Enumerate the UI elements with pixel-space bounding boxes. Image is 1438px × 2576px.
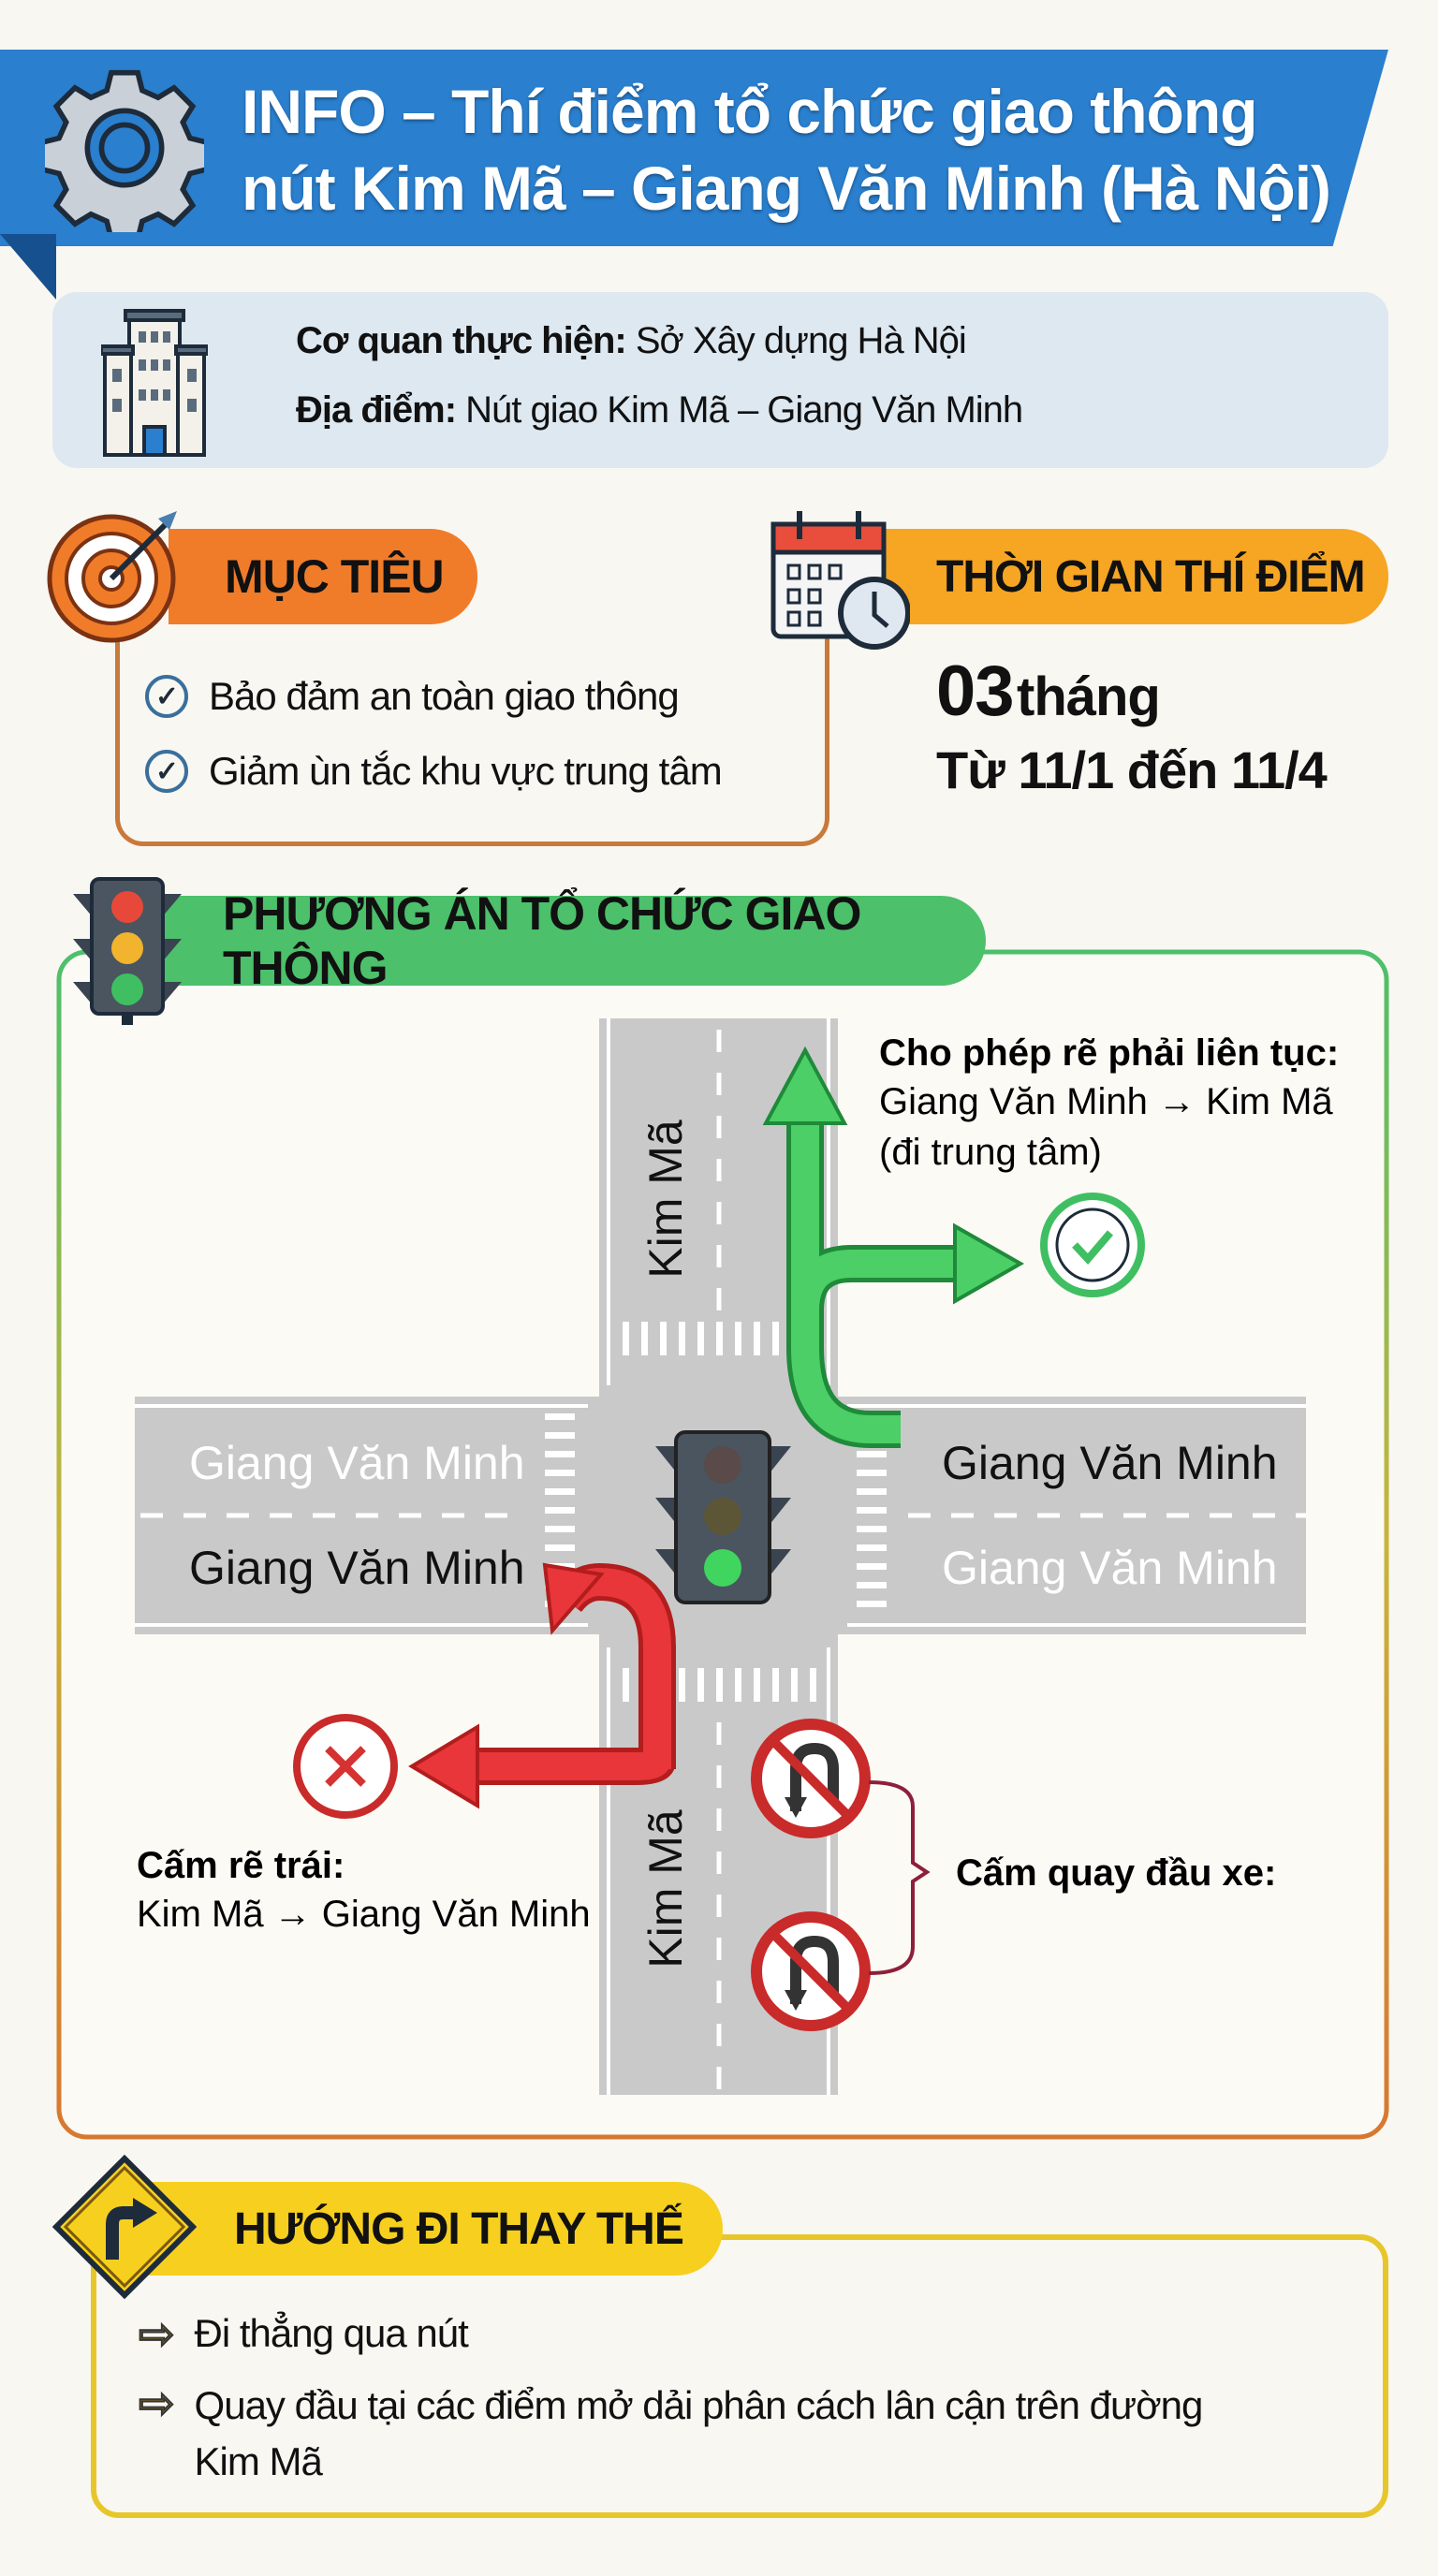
gear-icon	[45, 69, 204, 232]
agency-label: Cơ quan thực hiện:	[296, 320, 627, 361]
duration-range: Từ 11/1 đến 11/4	[936, 740, 1328, 799]
location-line: Địa điểm: Nút giao Kim Mã – Giang Văn Mi…	[296, 389, 1023, 432]
alternative-text: Đi thẳng qua nút	[194, 2311, 469, 2355]
duration-header: THỜI GIAN THÍ ĐIỂM	[880, 529, 1388, 624]
arrow-right-icon: ⇨	[138, 2308, 176, 2359]
location-value: Nút giao Kim Mã – Giang Văn Minh	[465, 389, 1023, 431]
objectives-header: MỤC TIÊU	[169, 529, 477, 624]
road-label-gvm-west-bottom: Giang Văn Minh	[189, 1542, 525, 1594]
agency-line: Cơ quan thực hiện: Sở Xây dựng Hà Nội	[296, 320, 967, 362]
duration-unit: tháng	[1017, 666, 1161, 727]
no-uturn-label: Cấm quay đầu xe:	[956, 1852, 1276, 1894]
objectives-title: MỤC TIÊU	[225, 550, 445, 603]
building-icon	[101, 309, 208, 457]
check-circle-icon: ✓	[145, 750, 188, 793]
check-circle-icon	[1040, 1193, 1145, 1297]
road-label-gvm-west-top: Giang Văn Minh	[189, 1437, 525, 1489]
plan-title: PHƯƠNG ÁN TỔ CHỨC GIAO THÔNG	[223, 887, 861, 994]
alternative-text: Quay đầu tại các điểm mở dải phân cách l…	[194, 2383, 1204, 2483]
road-label-gvm-east-bottom: Giang Văn Minh	[942, 1542, 1278, 1594]
title-line-1: INFO – Thí điểm tổ chức giao thông	[242, 77, 1257, 146]
objective-item: ✓ Giảm ùn tắc khu vực trung tâm	[145, 749, 723, 794]
alternative-item: ⇨ Đi thẳng qua nút	[138, 2308, 469, 2359]
alternative-item: ⇨ Quay đầu tại các điểm mở dải phân cách …	[138, 2378, 1318, 2490]
agency-value: Sở Xây dựng Hà Nội	[635, 320, 967, 361]
turn-right-sign-icon	[52, 2155, 197, 2299]
arrowhead-uturn	[542, 1562, 605, 1635]
target-icon	[47, 511, 177, 643]
road-label-gvm-east-top: Giang Văn Minh	[942, 1437, 1278, 1489]
no-u-turn-sign-icon	[751, 1911, 871, 2031]
header-banner	[0, 50, 1388, 246]
arrowhead-up	[762, 1046, 848, 1125]
page-title: INFO – Thí điểm tổ chức giao thông nút K…	[242, 73, 1331, 227]
duration-number: 03	[936, 651, 1015, 731]
duration-length: 03 tháng	[936, 651, 1161, 732]
no-u-turn-sign-icon	[751, 1719, 871, 1838]
road-label-kim-ma-south: Kim Mã	[639, 1809, 692, 1969]
check-circle-icon: ✓	[145, 675, 188, 718]
title-line-2: nút Kim Mã – Giang Văn Minh (Hà Nội)	[242, 154, 1331, 223]
alternatives-title: HƯỚNG ĐI THAY THẾ	[234, 2203, 684, 2254]
objective-item: ✓ Bảo đảm an toàn giao thông	[145, 674, 680, 719]
plan-header: PHƯƠNG ÁN TỔ CHỨC GIAO THÔNG	[140, 887, 986, 994]
arrow-right-icon: ⇨	[138, 2378, 176, 2428]
allowed-route: Giang Văn Minh → Kim Mã	[879, 1081, 1333, 1122]
arrowhead-right	[953, 1222, 1025, 1305]
alternatives-header: HƯỚNG ĐI THAY THẾ	[131, 2182, 723, 2276]
allowed-note: (đi trung tâm)	[879, 1132, 1102, 1173]
banned-left-title: Cấm rẽ trái:	[137, 1845, 345, 1886]
objective-text: Giảm ùn tắc khu vực trung tâm	[209, 749, 723, 793]
x-circle-icon	[293, 1714, 398, 1819]
location-label: Địa điểm:	[296, 389, 457, 431]
traffic-light-icon	[73, 877, 182, 1025]
bracket	[868, 1780, 931, 1975]
arrowhead-left	[408, 1723, 479, 1809]
alternatives-box	[91, 2234, 1388, 2518]
allowed-title: Cho phép rẽ phải liên tục:	[879, 1032, 1339, 1074]
duration-title: THỜI GIAN THÍ ĐIỂM	[936, 551, 1366, 602]
objectives-box	[115, 599, 829, 846]
calendar-clock-icon	[770, 511, 910, 650]
banned-left-route: Kim Mã → Giang Văn Minh	[137, 1894, 591, 1935]
info-panel: Cơ quan thực hiện: Sở Xây dựng Hà Nội Đị…	[52, 292, 1388, 468]
road-label-kim-ma-north: Kim Mã	[639, 1120, 692, 1279]
right-turn-allowed-arrow-fill	[791, 1105, 964, 1443]
traffic-light-icon	[655, 1430, 791, 1604]
objective-text: Bảo đảm an toàn giao thông	[209, 674, 680, 718]
